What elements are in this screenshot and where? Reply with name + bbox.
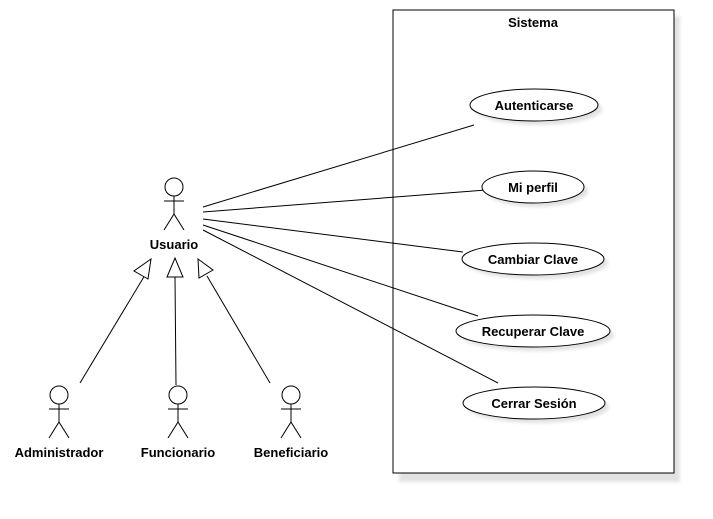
actor-head [49,385,69,405]
actor-funcionario[interactable] [167,385,189,439]
actor-funcionario-label: Funcionario [141,445,215,460]
use-case-cerrar-sesion[interactable]: Cerrar Sesión [462,386,609,423]
actor-left-leg [163,213,175,231]
use-case-ellipse [469,88,599,122]
use-case-label: Autenticarse [495,98,574,113]
association-cambiar-clave [202,218,464,253]
actor-administrador[interactable] [48,385,70,439]
generalization-administrador-arrowhead [133,257,152,280]
generalization-administrador-line [79,274,146,384]
actor-left-leg [280,421,292,439]
actor-right-leg [58,421,70,439]
actor-right-leg [177,421,189,439]
actor-beneficiario[interactable] [280,385,302,439]
association-mi-perfil [202,189,487,213]
use-case-autenticarse[interactable]: Autenticarse [469,88,602,125]
use-case-label: Cerrar Sesión [491,396,576,411]
actor-administrador-label: Administrador [15,445,104,460]
use-case-ellipse [455,314,611,348]
use-case-ellipse [461,242,605,276]
generalizations [79,256,271,386]
generalization-funcionario-arrowhead [166,256,184,278]
actor-head [164,177,184,197]
actor-head [281,385,301,405]
association-autenticarse [202,124,475,208]
use-case-ellipse [481,170,585,204]
use-case-label: Recuperar Clave [482,324,585,339]
use-case-recuperar-clave[interactable]: Recuperar Clave [455,314,614,351]
actor-head [168,385,188,405]
generalization-funcionario-line [174,276,177,386]
actor-left-leg [48,421,60,439]
actor-usuario[interactable] [163,177,185,231]
actor-usuario-label: Usuario [150,237,198,252]
association-recuperar-clave [202,224,479,317]
use-case-mi-perfil[interactable]: Mi perfil [481,170,588,207]
generalization-beneficiario-line [206,275,271,384]
use-case-cambiar-clave[interactable]: Cambiar Clave [461,242,608,279]
use-case-label: Cambiar Clave [488,252,578,267]
actor-right-leg [290,421,302,439]
generalization-beneficiario-arrowhead [197,257,214,279]
use-case-label: Mi perfil [508,180,558,195]
actor-beneficiario-label: Beneficiario [254,445,328,460]
use-case-ellipse [462,386,606,420]
associations [202,124,499,384]
system-title: Sistema [508,15,559,30]
actor-left-leg [167,421,179,439]
association-cerrar-sesion [202,229,499,384]
actor-right-leg [173,213,185,231]
